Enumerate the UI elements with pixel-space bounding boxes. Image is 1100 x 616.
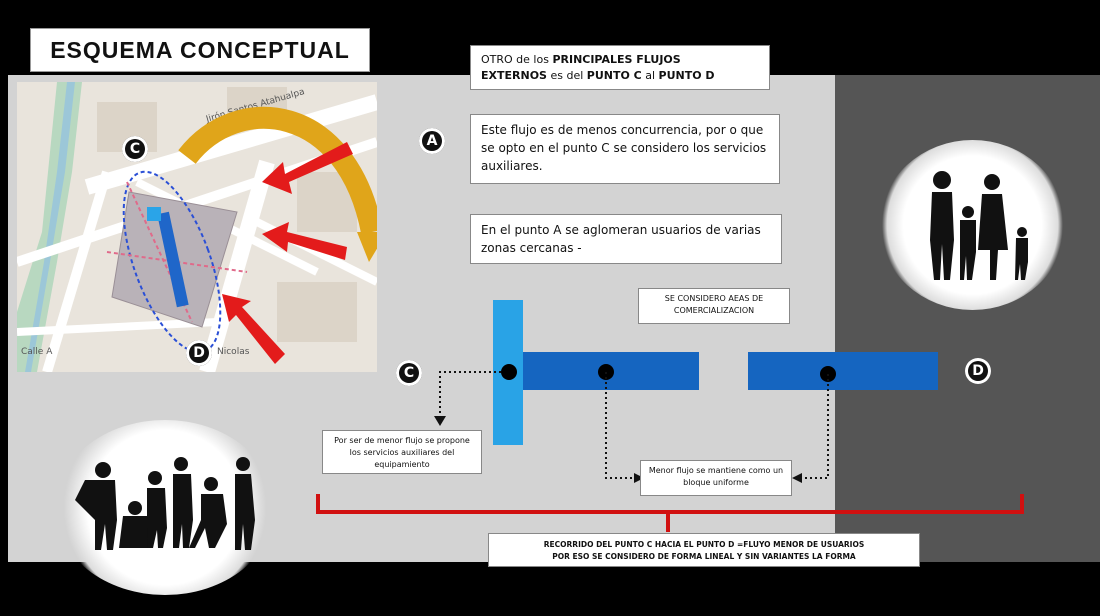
node-c xyxy=(501,364,517,380)
note-flow-description: Este flujo es de menos concurrencia, por… xyxy=(470,114,780,184)
badge-d: D xyxy=(965,358,991,384)
map-place-label: Nicolas xyxy=(217,347,250,357)
note-point-a: En el punto A se aglomeran usuarios de v… xyxy=(470,214,782,264)
page-title: ESQUEMA CONCEPTUAL xyxy=(30,28,370,72)
note-uniform-block: Menor flujo se mantiene como un bloque u… xyxy=(640,460,792,496)
note-auxiliary: Por ser de menor flujo se propone los se… xyxy=(322,430,482,474)
badge-c-map: C xyxy=(122,136,148,162)
family-bubble xyxy=(880,140,1065,310)
map-street-label-2: Calle A xyxy=(21,347,53,357)
badge-d-map: D xyxy=(186,340,212,366)
block-right xyxy=(748,352,938,390)
people-silhouette-icon xyxy=(75,457,255,550)
note-commerce: SE CONSIDERO AEAS DE COMERCIALIZACION xyxy=(638,288,790,324)
badge-c: C xyxy=(396,360,422,386)
badge-a: A xyxy=(419,128,445,154)
people-bubble xyxy=(55,420,275,595)
note-route: RECORRIDO DEL PUNTO C HACIA EL PUNTO D =… xyxy=(488,533,920,567)
family-silhouette-icon xyxy=(930,171,1028,280)
note-main-flow: OTRO de los PRINCIPALES FLUJOS EXTERNOS … xyxy=(470,45,770,90)
